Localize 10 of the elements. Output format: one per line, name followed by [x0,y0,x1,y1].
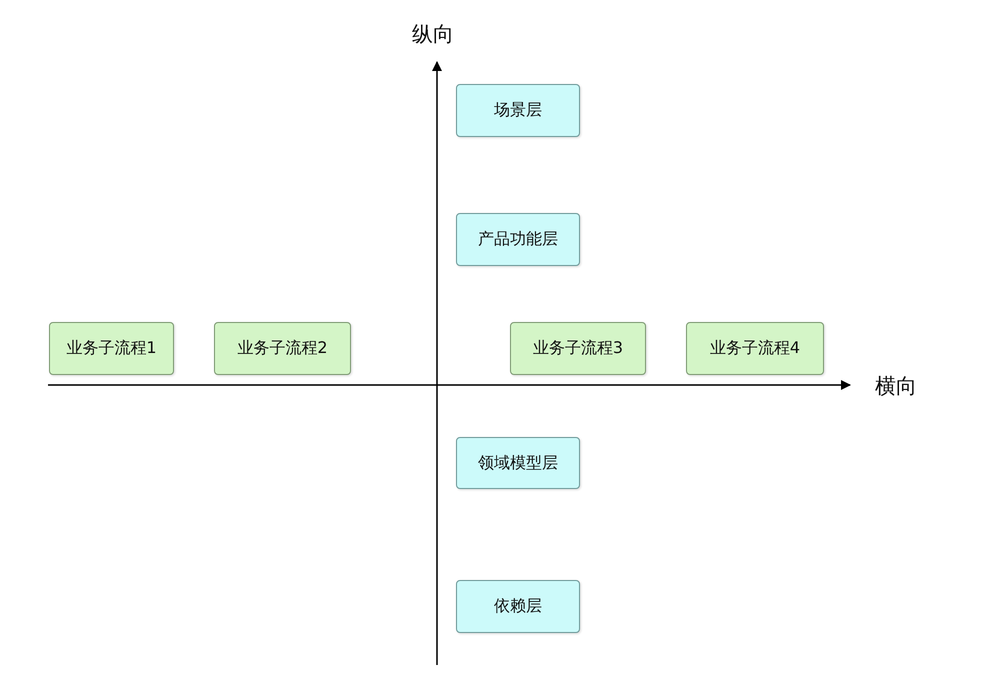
layer-box: 业务子流程2 [214,322,351,375]
axis-label: 横向 [875,373,917,400]
layer-box: 场景层 [456,84,580,137]
layer-box: 产品功能层 [456,213,580,266]
layer-box: 业务子流程1 [49,322,174,375]
layer-box: 依赖层 [456,580,580,633]
layer-box: 领域模型层 [456,437,580,489]
axis-label: 纵向 [412,21,454,48]
layer-box: 业务子流程4 [686,322,824,375]
layer-box: 业务子流程3 [510,322,646,375]
